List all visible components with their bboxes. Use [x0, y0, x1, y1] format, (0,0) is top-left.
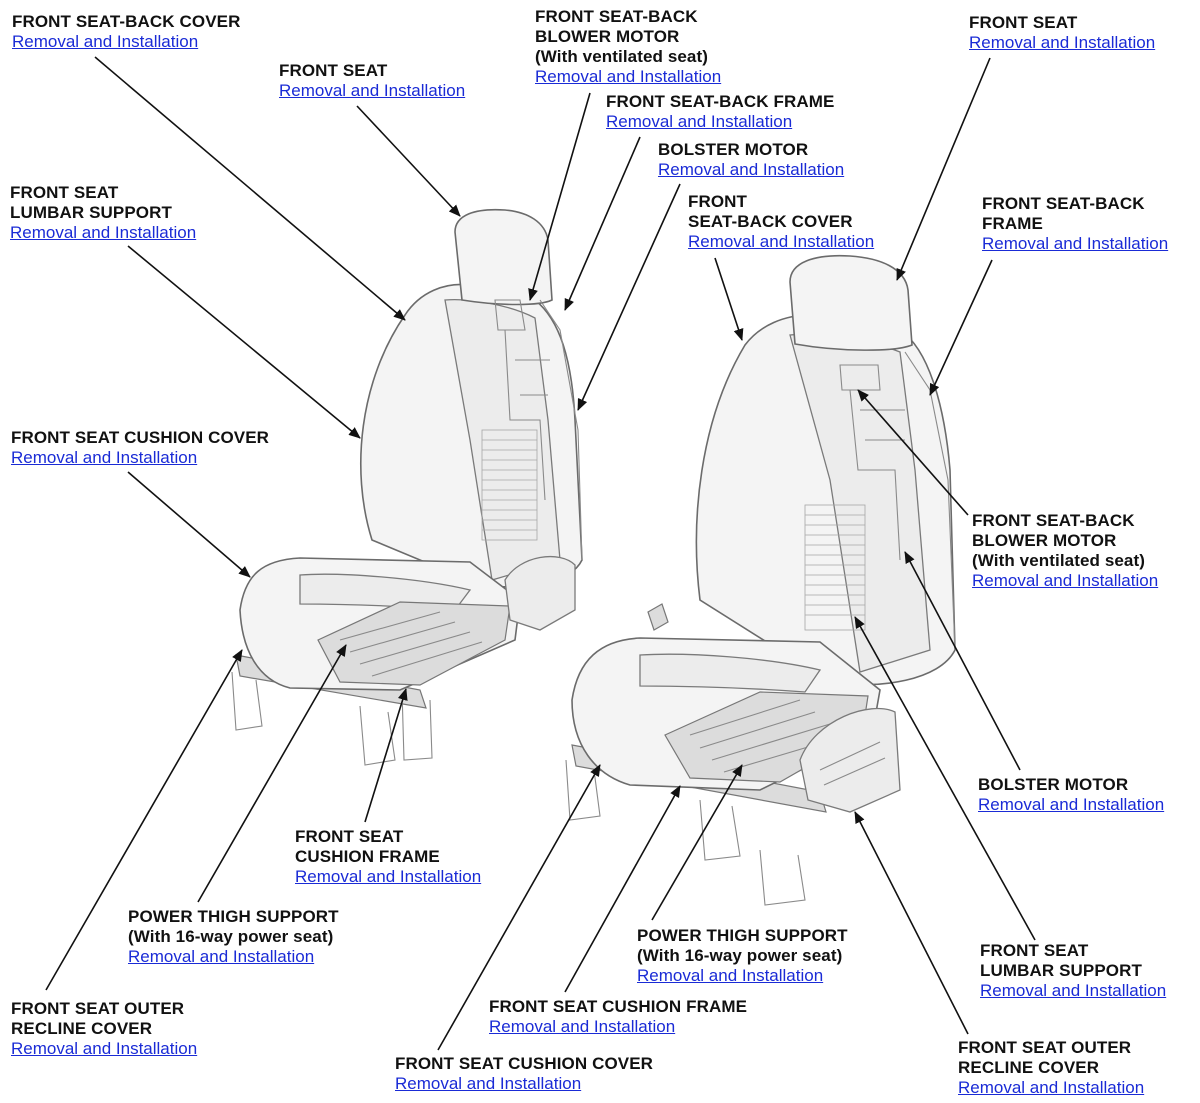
callout-title: FRONT SEAT CUSHION COVER: [395, 1054, 654, 1073]
callout-left-bolster-motor: BOLSTER MOTOR Removal and Installation: [658, 140, 844, 180]
removal-installation-link[interactable]: Removal and Installation: [688, 232, 875, 251]
callout-title: FRONT SEAT-BACK: [982, 194, 1145, 213]
callout-left-blower-motor: FRONT SEAT-BACK BLOWER MOTOR (With venti…: [535, 7, 721, 87]
callout-title: (With ventilated seat): [972, 551, 1146, 570]
callout-left-outer-recline-cover: FRONT SEAT OUTER RECLINE COVER Removal a…: [11, 999, 197, 1059]
callout-right-bolster-motor: BOLSTER MOTOR Removal and Installation: [978, 775, 1164, 815]
removal-installation-link[interactable]: Removal and Installation: [11, 448, 198, 467]
callout-title: BLOWER MOTOR: [972, 531, 1117, 550]
callout-title: FRONT SEAT OUTER: [11, 999, 185, 1018]
callout-left-cushion-frame: FRONT SEAT CUSHION FRAME Removal and Ins…: [295, 827, 481, 887]
callout-right-cushion-frame: FRONT SEAT CUSHION FRAME Removal and Ins…: [489, 997, 747, 1037]
callout-right-outer-recline-cover: FRONT SEAT OUTER RECLINE COVER Removal a…: [958, 1038, 1144, 1098]
callout-left-cushion-cover: FRONT SEAT CUSHION COVER Removal and Ins…: [11, 428, 269, 468]
removal-installation-link[interactable]: Removal and Installation: [395, 1074, 582, 1093]
callout-title: FRONT SEAT-BACK: [972, 511, 1135, 530]
callout-title: FRONT SEAT: [10, 183, 119, 202]
callout-title: POWER THIGH SUPPORT: [128, 907, 339, 926]
callout-title: SEAT-BACK COVER: [688, 212, 853, 231]
callout-title: (With ventilated seat): [535, 47, 709, 66]
callout-title: BLOWER MOTOR: [535, 27, 680, 46]
removal-installation-link[interactable]: Removal and Installation: [12, 32, 199, 51]
callout-left-front-seat-back-cover: FRONT SEAT-BACK COVER Removal and Instal…: [12, 12, 240, 52]
callout-right-front-seat: FRONT SEAT Removal and Installation: [969, 13, 1155, 53]
right-seat-illustration: [565, 254, 956, 906]
callout-title: FRONT SEAT CUSHION COVER: [11, 428, 270, 447]
removal-installation-link[interactable]: Removal and Installation: [10, 223, 197, 242]
removal-installation-link[interactable]: Removal and Installation: [982, 234, 1169, 253]
callout-right-cushion-cover: FRONT SEAT CUSHION COVER Removal and Ins…: [395, 1054, 653, 1094]
callout-title: LUMBAR SUPPORT: [980, 961, 1142, 980]
callout-title: RECLINE COVER: [11, 1019, 153, 1038]
callout-left-thigh-support: POWER THIGH SUPPORT (With 16-way power s…: [128, 907, 339, 967]
callout-title: LUMBAR SUPPORT: [10, 203, 172, 222]
callout-title: CUSHION FRAME: [295, 847, 440, 866]
callout-title: RECLINE COVER: [958, 1058, 1100, 1077]
removal-installation-link[interactable]: Removal and Installation: [295, 867, 482, 886]
callout-left-lumbar-support: FRONT SEAT LUMBAR SUPPORT Removal and In…: [10, 183, 196, 243]
callout-right-seat-back-frame: FRONT SEAT-BACK FRAME Removal and Instal…: [982, 194, 1168, 254]
callout-right-blower-motor: FRONT SEAT-BACK BLOWER MOTOR (With venti…: [972, 511, 1158, 591]
removal-installation-link[interactable]: Removal and Installation: [606, 112, 793, 131]
removal-installation-link[interactable]: Removal and Installation: [980, 981, 1167, 1000]
removal-installation-link[interactable]: Removal and Installation: [535, 67, 722, 86]
callout-title: FRONT SEAT: [295, 827, 404, 846]
removal-installation-link[interactable]: Removal and Installation: [279, 81, 466, 100]
callout-title: (With 16-way power seat): [637, 946, 843, 965]
callout-title: POWER THIGH SUPPORT: [637, 926, 848, 945]
callout-left-seat-back-frame: FRONT SEAT-BACK FRAME Removal and Instal…: [606, 92, 834, 132]
removal-installation-link[interactable]: Removal and Installation: [11, 1039, 198, 1058]
callout-title: (With 16-way power seat): [128, 927, 334, 946]
left-seat-illustration: [231, 208, 583, 766]
left-leader-lines: [45, 56, 681, 991]
callout-right-lumbar-support: FRONT SEAT LUMBAR SUPPORT Removal and In…: [980, 941, 1166, 1001]
callout-title: FRONT SEAT: [279, 61, 388, 80]
callout-title: FRONT SEAT: [969, 13, 1078, 32]
callout-title: FRAME: [982, 214, 1043, 233]
removal-installation-link[interactable]: Removal and Installation: [658, 160, 845, 179]
callout-title: FRONT SEAT-BACK FRAME: [606, 92, 835, 111]
right-leader-lines: [437, 57, 1036, 1051]
callout-title: FRONT SEAT CUSHION FRAME: [489, 997, 748, 1016]
callout-title: FRONT SEAT-BACK: [535, 7, 698, 26]
callout-right-thigh-support: POWER THIGH SUPPORT (With 16-way power s…: [637, 926, 848, 986]
removal-installation-link[interactable]: Removal and Installation: [637, 966, 824, 985]
callout-title: FRONT SEAT-BACK COVER: [12, 12, 241, 31]
callout-right-seat-back-cover: FRONT SEAT-BACK COVER Removal and Instal…: [688, 192, 874, 252]
removal-installation-link[interactable]: Removal and Installation: [128, 947, 315, 966]
callout-title: FRONT: [688, 192, 748, 211]
removal-installation-link[interactable]: Removal and Installation: [972, 571, 1159, 590]
removal-installation-link[interactable]: Removal and Installation: [978, 795, 1165, 814]
callout-title: FRONT SEAT: [980, 941, 1089, 960]
callout-title: BOLSTER MOTOR: [978, 775, 1129, 794]
removal-installation-link[interactable]: Removal and Installation: [489, 1017, 676, 1036]
callout-title: BOLSTER MOTOR: [658, 140, 809, 159]
removal-installation-link[interactable]: Removal and Installation: [958, 1078, 1145, 1097]
callout-title: FRONT SEAT OUTER: [958, 1038, 1132, 1057]
removal-installation-link[interactable]: Removal and Installation: [969, 33, 1156, 52]
callout-left-front-seat: FRONT SEAT Removal and Installation: [279, 61, 465, 101]
